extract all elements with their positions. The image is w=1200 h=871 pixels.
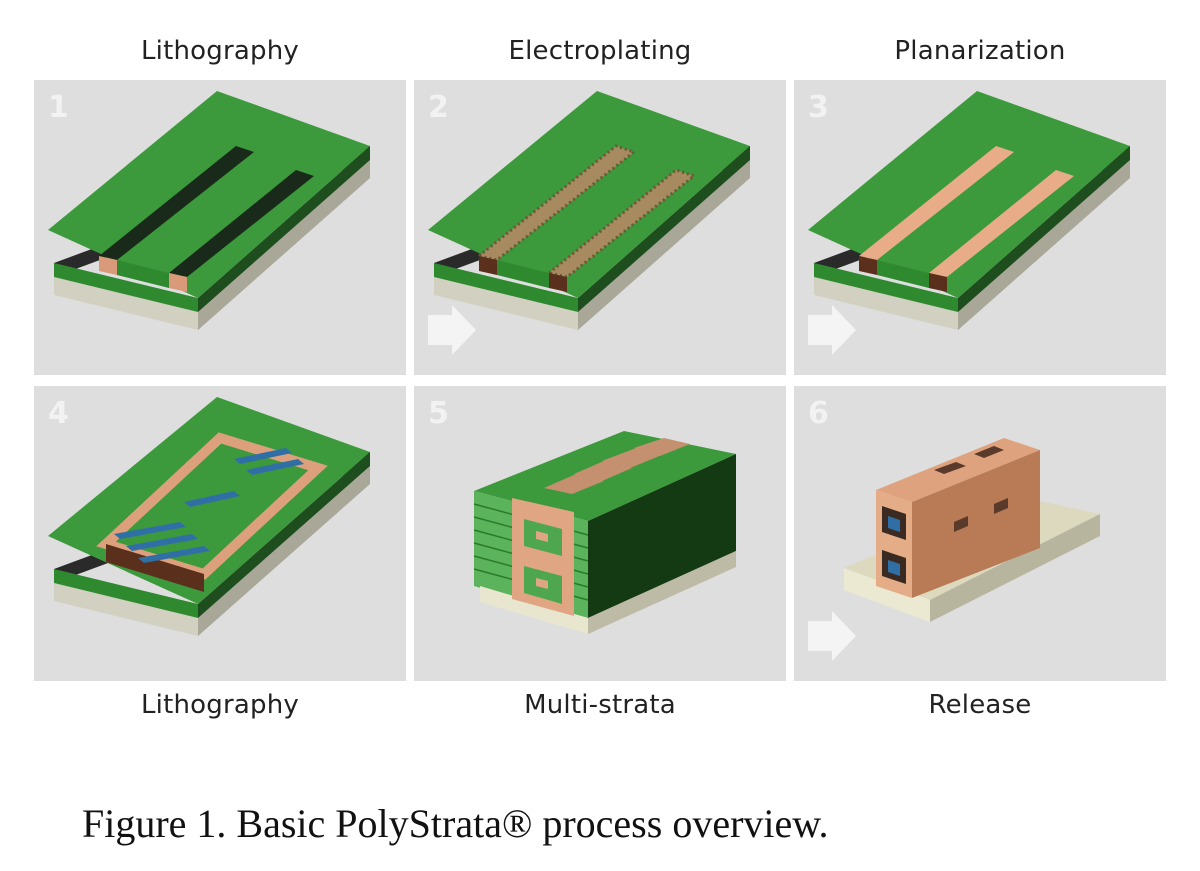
step-number-1: 1 (48, 90, 69, 125)
lithography-mold-illustration (48, 91, 370, 330)
panel-step-2: 2 (414, 80, 786, 375)
step-2-label: Electroplating (508, 36, 692, 66)
released-structure-illustration (808, 438, 1100, 661)
step-1-label: Lithography (141, 36, 299, 66)
step-number-4: 4 (48, 396, 69, 431)
electroplating-illustration (428, 91, 750, 355)
panel-step-1: 1 (34, 80, 406, 375)
step-4-label: Lithography (141, 690, 299, 720)
planarization-illustration (808, 91, 1130, 355)
step-number-5: 5 (428, 396, 449, 431)
step-number-3: 3 (808, 90, 829, 125)
panel-step-3: 3 (794, 80, 1166, 375)
figure-caption: Figure 1. Basic PolyStrata® process over… (82, 801, 829, 846)
panel-step-5: 5 (414, 386, 786, 681)
step-3-label: Planarization (894, 36, 1066, 66)
step-6-label: Release (928, 690, 1032, 720)
step-number-2: 2 (428, 90, 449, 125)
panel-step-4: 4 (34, 386, 406, 681)
step-5-label: Multi-strata (524, 690, 676, 720)
second-lithography-illustration (48, 397, 370, 636)
multi-strata-illustration (473, 431, 736, 634)
step-number-6: 6 (808, 396, 829, 431)
panel-step-6: 6 (794, 386, 1166, 681)
